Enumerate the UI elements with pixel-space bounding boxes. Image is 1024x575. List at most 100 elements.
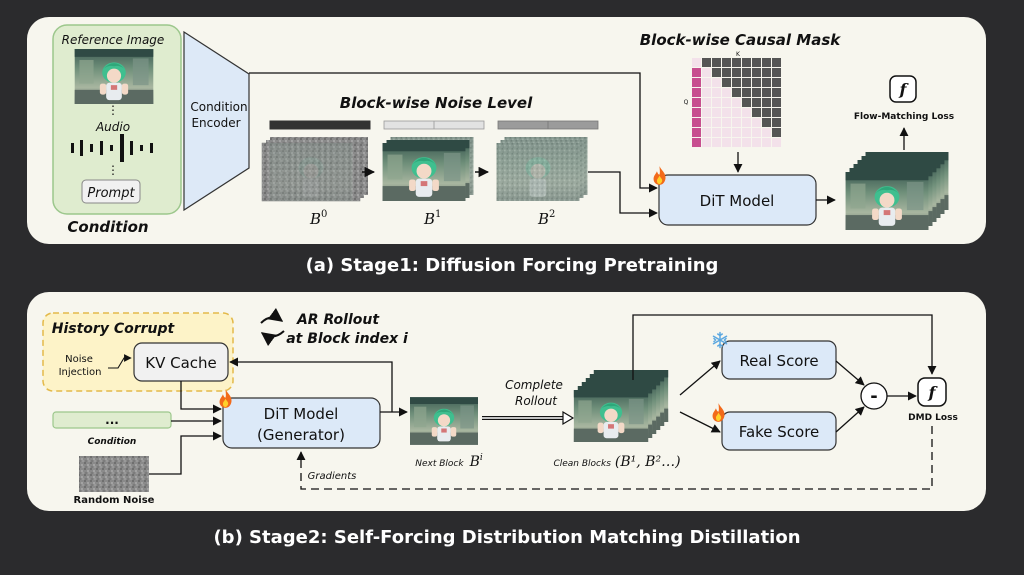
clean-to-real-arrow: [679, 360, 721, 396]
mask-cell: [732, 118, 741, 127]
noise-injection-arrow: [108, 354, 132, 369]
condition-dots-1: ⋮: [107, 103, 119, 117]
svg-text:B0: B0: [309, 209, 327, 228]
mask-cell: [692, 58, 701, 67]
mask-cell: [702, 88, 711, 97]
audio-waveform-icon: [71, 134, 153, 162]
mask-cell: [762, 98, 771, 107]
mask-cell: [692, 138, 701, 147]
mask-cell: [752, 98, 761, 107]
block-b0-sup: 0: [321, 209, 327, 220]
prompt-label: Prompt: [87, 186, 135, 201]
svg-text:f: f: [928, 383, 939, 402]
mask-cell: [772, 118, 781, 127]
stage2-caption: (b) Stage2: Self-Forcing Distribution Ma…: [213, 527, 800, 548]
mask-cell: [692, 98, 701, 107]
mask-cell: [752, 68, 761, 77]
condition-input-dots: ...: [105, 413, 119, 427]
noise-injection-line2: Injection: [59, 367, 102, 378]
fake-score-label: Fake Score: [739, 423, 820, 441]
mask-cell: [692, 68, 701, 77]
mask-cell: [692, 128, 701, 137]
loss-function-icon: f: [917, 377, 947, 407]
mask-cell: [772, 128, 781, 137]
mask-cell: [742, 138, 751, 147]
mask-cell: [692, 88, 701, 97]
mask-cell: [772, 78, 781, 87]
mask-cell: [732, 58, 741, 67]
mask-cell: [732, 88, 741, 97]
dit-model-stage1: DiT Model: [658, 174, 817, 226]
kvcache-to-generator-arrow: [180, 381, 222, 414]
block-labels: B0 B1 B2: [309, 209, 555, 228]
block-b0: [261, 137, 368, 202]
condition-box-label: Condition: [67, 218, 148, 236]
mask-cell: [712, 128, 721, 137]
block-b1-name: B: [423, 210, 435, 228]
mask-cell: [762, 138, 771, 147]
block-b1: [382, 137, 474, 201]
mask-cell: [702, 128, 711, 137]
complete-rollout-line2: Rollout: [515, 394, 558, 408]
clean-to-dmd-arrow: [632, 314, 937, 380]
mask-cell: [742, 58, 751, 67]
mask-cell: [702, 78, 711, 87]
dit-generator: DiT Model (Generator): [222, 397, 381, 449]
mask-cell: [702, 108, 711, 117]
mask-cell: [772, 88, 781, 97]
block-b2: [496, 137, 588, 201]
mask-cell: [702, 118, 711, 127]
mask-cell: [722, 108, 731, 117]
block-b2-sup: 2: [549, 209, 555, 220]
mask-cell: [712, 118, 721, 127]
encoder-label-line1: Condition: [190, 100, 247, 114]
mask-cell: [752, 88, 761, 97]
stage1-caption: (a) Stage1: Diffusion Forcing Pretrainin…: [306, 255, 719, 276]
mask-cell: [752, 58, 761, 67]
mask-cell: [702, 138, 711, 147]
generator-label-line2: (Generator): [257, 426, 345, 444]
svg-text:B1: B1: [423, 209, 441, 228]
mask-cell: [752, 138, 761, 147]
mask-cell: [722, 78, 731, 87]
noise-level-title: Block-wise Noise Level: [340, 94, 533, 112]
mask-cell: [732, 98, 741, 107]
svg-text:B2: B2: [537, 209, 555, 228]
mask-cell: [762, 118, 771, 127]
cycle-arrows-icon: [260, 307, 285, 347]
mask-cell: [712, 78, 721, 87]
mask-cell: [772, 58, 781, 67]
reference-image: [74, 49, 154, 104]
clean-to-fake-arrow: [679, 411, 721, 433]
ar-rollout-line1: AR Rollout: [296, 312, 380, 328]
real-score-box: Real Score: [721, 340, 837, 380]
reference-image-label: Reference Image: [62, 33, 165, 47]
mask-cell: [722, 88, 731, 97]
svg-text:-: -: [870, 386, 877, 407]
noise-to-generator-arrow: [149, 431, 222, 475]
fake-to-minus-arrow: [835, 406, 865, 433]
mask-cell: [772, 98, 781, 107]
condition-input-box: [52, 411, 172, 429]
mask-cell: [712, 108, 721, 117]
mask-cell: [742, 88, 751, 97]
mask-k-label: K: [736, 51, 741, 58]
mask-cell: [732, 68, 741, 77]
loss-function-icon: f: [889, 75, 917, 103]
stage1-output-frames: [845, 152, 949, 230]
mask-cell: [742, 128, 751, 137]
condition-input-label: Condition: [88, 437, 137, 447]
mask-cell: [722, 98, 731, 107]
mask-cell: [762, 108, 771, 117]
blocks-to-dit-arrow: [588, 171, 658, 218]
flow-matching-loss-label: Flow-Matching Loss: [854, 112, 954, 122]
mask-cell: [722, 58, 731, 67]
random-noise-label: Random Noise: [74, 495, 155, 506]
mask-cell: [702, 58, 711, 67]
dit-model-label: DiT Model: [700, 192, 775, 210]
mask-cell: [772, 108, 781, 117]
kv-cache: KV Cache: [133, 342, 229, 382]
mask-cell: [692, 78, 701, 87]
mask-cell: [752, 128, 761, 137]
prompt-box: [81, 179, 141, 204]
